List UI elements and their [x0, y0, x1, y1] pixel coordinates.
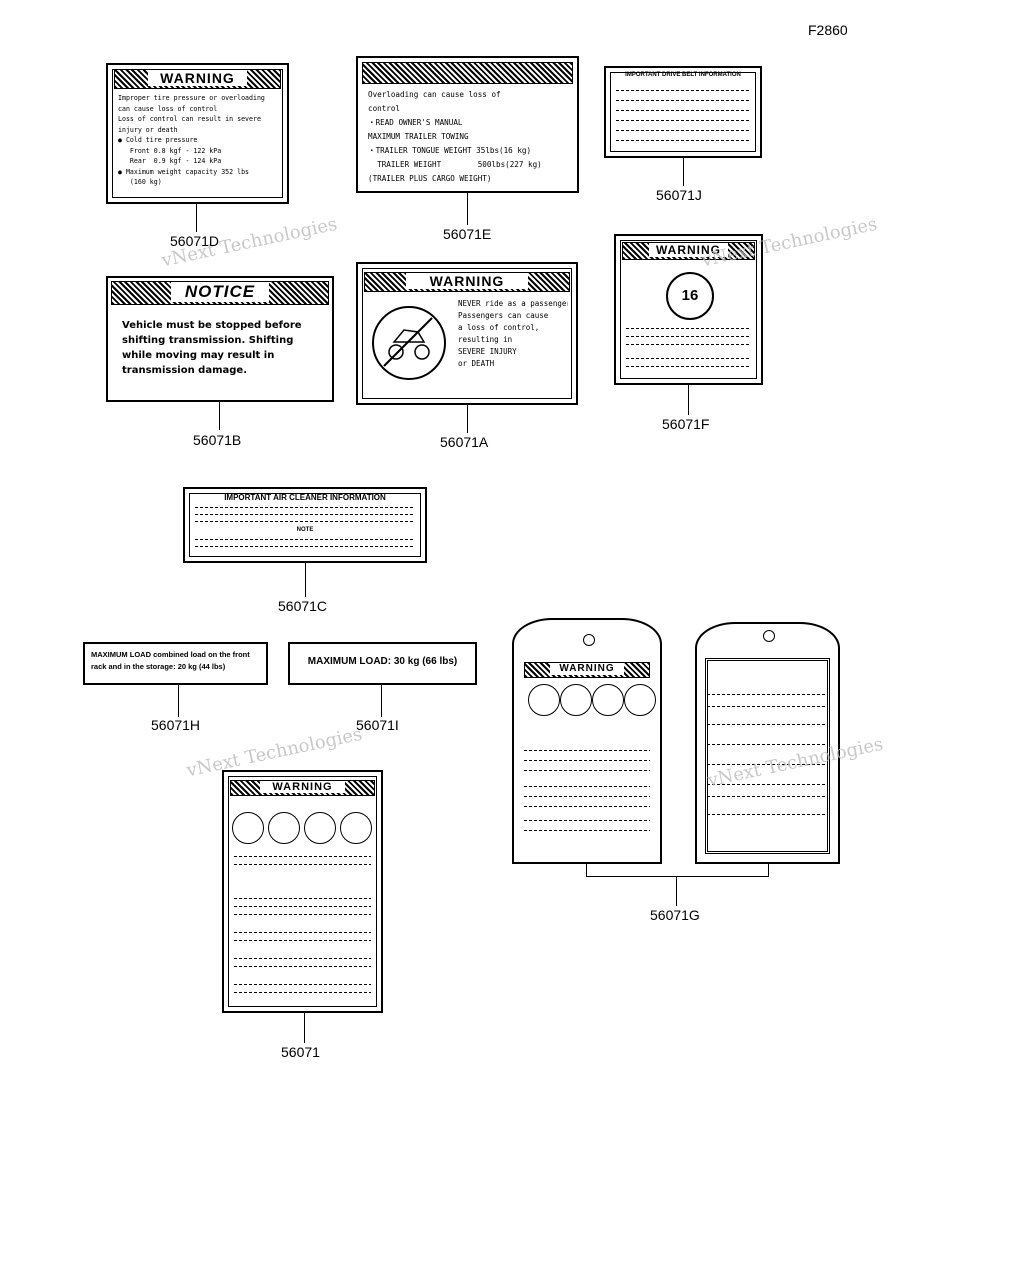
label-title: IMPORTANT DRIVE BELT INFORMATION [625, 72, 741, 78]
tag-hole [763, 630, 775, 642]
hazard-icon [592, 684, 624, 716]
hazard-icon [624, 684, 656, 716]
part-number: 56071 [281, 1044, 320, 1060]
label-56071e: Overloading can cause loss of control ・R… [356, 56, 579, 193]
label-text: Overloading can cause loss of control ・R… [368, 90, 542, 183]
part-number: 56071B [193, 432, 242, 448]
label-text: NEVER ride as a passenger Passengers can… [458, 299, 568, 368]
label-56071j: IMPORTANT DRIVE BELT INFORMATION [604, 66, 762, 158]
notice-header: NOTICE [111, 281, 329, 305]
warning-header: WARNING [114, 69, 281, 89]
label-56071b: NOTICE Vehicle must be stopped before sh… [106, 276, 334, 402]
label-56071c: IMPORTANT AIR CLEANER INFORMATION NOTE [183, 487, 427, 563]
hazard-icon [268, 812, 300, 844]
warning-header: WARNING [230, 780, 375, 796]
part-number: 56071G [650, 907, 700, 923]
part-number: 56071A [440, 434, 489, 450]
hazard-icon [528, 684, 560, 716]
hazard-icon [304, 812, 336, 844]
label-text: MAXIMUM LOAD: 30 kg (66 lbs) [307, 656, 458, 667]
label-56071a: WARNING NEVER ride as a passenger Passen… [356, 262, 578, 405]
no-passenger-icon [372, 306, 446, 380]
label-56071f: WARNING 16 [614, 234, 763, 385]
part-number: 56071F [662, 416, 710, 432]
label-56071i: MAXIMUM LOAD: 30 kg (66 lbs) [288, 642, 477, 685]
part-number: 56071C [278, 598, 328, 614]
part-number: 56071I [356, 717, 399, 733]
figure-code: F2860 [808, 22, 848, 38]
label-title: IMPORTANT AIR CLEANER INFORMATION [224, 493, 386, 502]
hazard-icon [340, 812, 372, 844]
warning-header: WARNING [622, 242, 755, 260]
hazard-icon [232, 812, 264, 844]
part-number: 56071E [443, 226, 492, 242]
label-text: Vehicle must be stopped before shifting … [122, 320, 302, 376]
hazard-icon [560, 684, 592, 716]
note-heading: NOTE [296, 527, 314, 533]
label-text: Improper tire pressure or overloading ca… [118, 94, 265, 186]
tag-hole [583, 634, 595, 646]
label-56071: WARNING [222, 770, 383, 1013]
warning-header: WARNING [364, 272, 570, 292]
part-number: 56071H [151, 717, 201, 733]
hang-tag-warning: WARNING [512, 618, 662, 864]
label-56071h: MAXIMUM LOAD combined load on the front … [83, 642, 268, 685]
part-number: 56071D [170, 233, 220, 249]
warning-header [362, 62, 573, 84]
label-56071d: WARNING Improper tire pressure or overlo… [106, 63, 289, 204]
label-text: MAXIMUM LOAD combined load on the front … [91, 650, 250, 671]
warning-header: WARNING [524, 662, 650, 678]
age-badge: 16 [666, 272, 714, 320]
part-number: 56071J [656, 187, 702, 203]
hang-tag-info [695, 622, 840, 864]
